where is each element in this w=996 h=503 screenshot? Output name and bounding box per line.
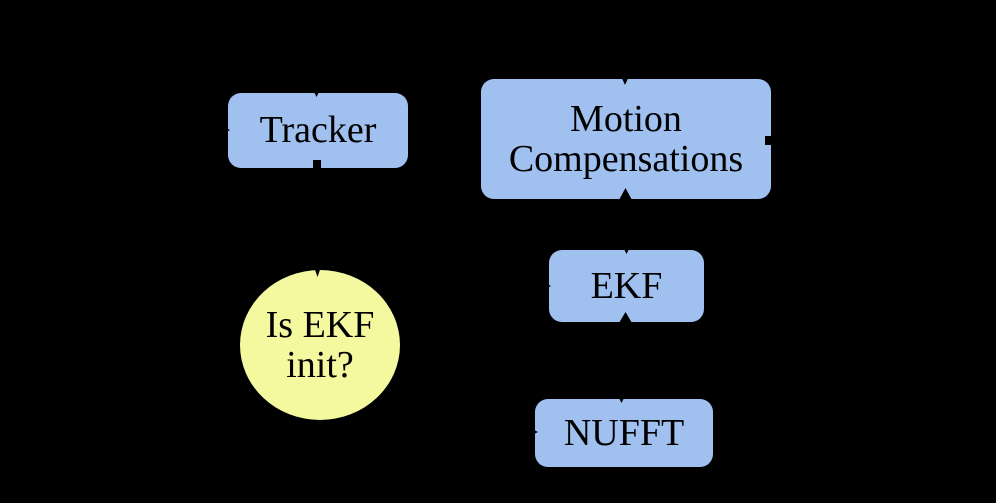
node-motion-compensations-label: Motion Compensations: [508, 97, 744, 180]
connector-tick-is-ekf-init-top: [313, 264, 322, 278]
node-is-ekf-init-label: Is EKF init?: [265, 303, 375, 386]
node-nufft-label: NUFFT: [563, 411, 685, 454]
arrowhead-into-nufft-left: [526, 424, 540, 440]
arrowhead-into-motion-compensations-bottom: [618, 188, 633, 202]
connector-tick-tracker-bottom: [313, 160, 321, 169]
arrowhead-into-ekf-left: [539, 278, 553, 294]
arrowhead-into-ekf-bottom: [618, 312, 633, 325]
connector-tick-motion-compensations-right: [765, 136, 774, 145]
node-nufft[interactable]: NUFFT: [535, 399, 713, 467]
connector-tick-ekf-top: [622, 245, 631, 255]
arrowhead-into-tracker-left: [218, 122, 232, 138]
connector-tick-motion-compensations-top: [620, 74, 630, 86]
node-tracker-label: Tracker: [259, 109, 377, 152]
node-tracker[interactable]: Tracker: [228, 93, 408, 168]
node-ekf[interactable]: EKF: [549, 250, 704, 322]
connector-tick-tracker-top: [312, 88, 321, 98]
connector-tick-nufft-top: [617, 394, 626, 404]
node-ekf-label: EKF: [590, 264, 663, 307]
node-is-ekf-init[interactable]: Is EKF init?: [240, 270, 400, 420]
node-motion-compensations[interactable]: Motion Compensations: [481, 79, 771, 199]
